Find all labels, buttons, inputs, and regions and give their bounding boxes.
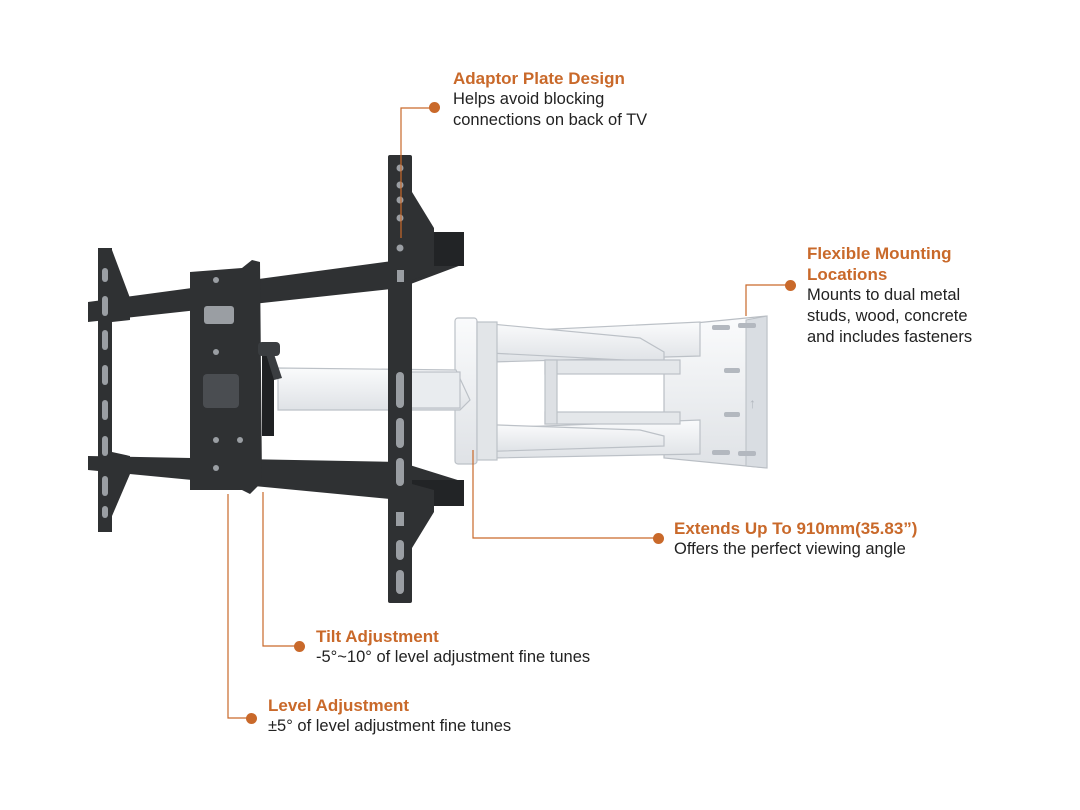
callout-title: Flexible Mounting Locations — [807, 244, 952, 284]
callout-description: Offers the perfect viewing angle — [674, 540, 906, 558]
callout-description: ±5° of level adjustment fine tunes — [268, 717, 512, 735]
callout-adaptor-plate: Adaptor Plate Design Helps avoid blockin… — [453, 68, 647, 131]
leader-adaptor-plate — [400, 107, 434, 238]
callout-flexible-mounting: Flexible Mounting Locations Mounts to du… — [807, 243, 972, 348]
callout-description: -5°~10° of level adjustment fine tunes — [316, 648, 591, 666]
tilt-knob — [258, 342, 282, 380]
leader-flexible-mounting — [745, 284, 790, 316]
svg-text:↑: ↑ — [749, 395, 756, 411]
leader-level — [227, 494, 250, 719]
callout-dot-adaptor-plate — [429, 102, 440, 113]
callout-extends: Extends Up To 910mm(35.83”) Offers the p… — [674, 518, 917, 560]
callout-dot-level — [246, 713, 257, 724]
callout-title: Level Adjustment — [268, 696, 410, 715]
callout-dot-tilt — [294, 641, 305, 652]
callout-dot-flexible-mounting — [785, 280, 796, 291]
callout-title: Extends Up To 910mm(35.83”) — [674, 519, 918, 538]
tilt-lock-block — [203, 374, 239, 408]
callout-description: Helps avoid blocking connections on back… — [453, 90, 648, 129]
callout-title: Tilt Adjustment — [316, 627, 439, 646]
callout-level: Level Adjustment ±5° of level adjustment… — [268, 695, 511, 737]
bracket-holes — [102, 164, 404, 594]
leader-tilt — [262, 492, 298, 647]
callout-title: Adaptor Plate Design — [453, 69, 625, 88]
leader-extends — [472, 450, 658, 539]
callout-dot-extends — [653, 533, 664, 544]
extension-arms — [277, 317, 701, 465]
callout-description: Mounts to dual metal studs, wood, concre… — [807, 286, 973, 346]
callout-tilt: Tilt Adjustment -5°~10° of level adjustm… — [316, 626, 590, 668]
leader-lines — [227, 107, 790, 719]
